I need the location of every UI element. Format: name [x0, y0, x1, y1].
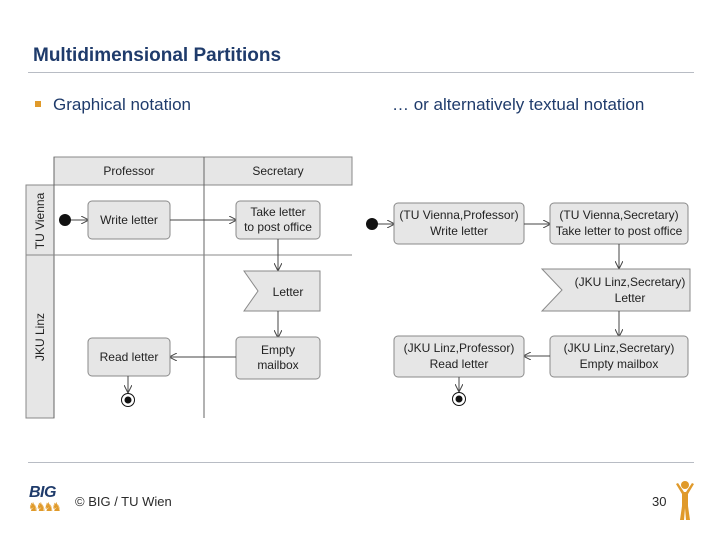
right-letter-line2: Letter [615, 291, 646, 305]
left-write-letter-label: Write letter [100, 213, 158, 227]
right-empty-mailbox-line2: Empty mailbox [580, 357, 659, 371]
big-logo-figures-icon: ♞♞♞♞ [28, 500, 62, 514]
bullet-graphical: Graphical notation [35, 95, 191, 115]
left-signal-letter [243, 270, 321, 312]
column-header-professor: Professor [103, 164, 154, 178]
title-divider [28, 72, 694, 73]
slide-title: Multidimensional Partitions [33, 45, 282, 66]
left-action-read-letter [87, 337, 171, 377]
page-number: 30 [652, 494, 667, 509]
right-letter-line1: (JKU Linz,Secretary) [575, 275, 686, 289]
right-write-letter-line1: (TU Vienna,Professor) [399, 208, 518, 222]
left-final-node-dot [124, 396, 132, 404]
textual-notation-heading: … or alternatively textual notation [392, 95, 645, 114]
right-read-letter-line2: Read letter [430, 357, 489, 371]
right-write-letter-line2: Write letter [430, 224, 488, 238]
left-swimlane-frame [25, 156, 353, 419]
cheering-person-icon [676, 481, 694, 520]
left-initial-node [59, 214, 71, 226]
left-letter-label: Letter [273, 285, 304, 299]
bullet-text: Graphical notation [53, 95, 191, 114]
big-logo: BIG [29, 484, 56, 501]
column-header-band [53, 156, 353, 186]
left-action-empty-mailbox [235, 336, 321, 380]
right-final-node-dot [455, 395, 463, 403]
footer-copyright: © BIG / TU Wien [75, 494, 172, 509]
left-take-letter-line1: Take letter [250, 205, 305, 219]
right-initial-node [366, 218, 378, 230]
column-header-secretary: Secretary [252, 164, 303, 178]
left-empty-mailbox-line2: mailbox [257, 358, 298, 372]
footer-divider [28, 462, 694, 463]
left-empty-mailbox-line1: Empty [261, 343, 295, 357]
right-take-letter-line2: Take letter to post office [556, 224, 683, 238]
right-empty-mailbox-line1: (JKU Linz,Secretary) [564, 341, 675, 355]
row-header-tu-vienna: TU Vienna [33, 192, 47, 249]
left-take-letter-line2: to post office [244, 220, 312, 234]
row-header-jku-linz: JKU Linz [33, 313, 47, 361]
square-bullet-icon [35, 100, 41, 107]
right-take-letter-line1: (TU Vienna,Secretary) [559, 208, 678, 222]
right-signal-letter [540, 268, 691, 312]
right-read-letter-line1: (JKU Linz,Professor) [404, 341, 515, 355]
left-read-letter-label: Read letter [100, 350, 159, 364]
